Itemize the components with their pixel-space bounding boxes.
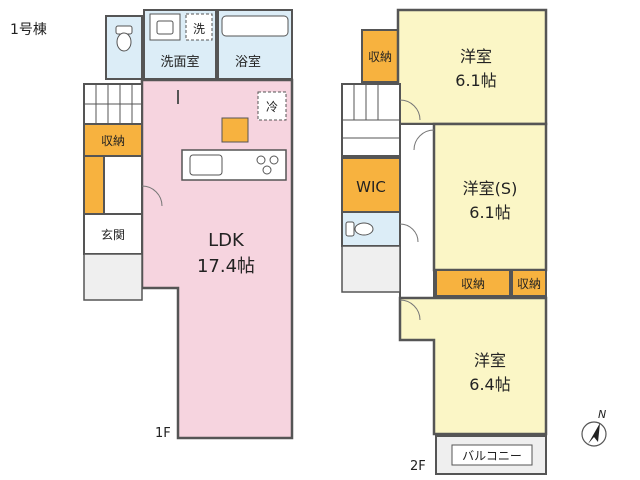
- porch: [83, 253, 143, 301]
- west-room-1-name: 洋室: [460, 47, 492, 66]
- building-label: 1号棟: [10, 22, 47, 38]
- entrance: [83, 213, 143, 255]
- compass-icon: N: [581, 408, 607, 447]
- floor-2f: 収納 洋室 6.1帖 WIC 洋室(S) 6.1帖: [341, 8, 548, 475]
- floor-1f: 洗 洗面室 浴室 冷 LDK 17.4帖: [83, 9, 294, 441]
- wic-label: WIC: [356, 178, 386, 196]
- door-arc: [413, 129, 435, 151]
- shoe-cabinet: [83, 155, 105, 215]
- storage-1f-label: 収納: [101, 134, 125, 148]
- storage-2f-top-label: 収納: [368, 50, 392, 64]
- hall-1f: [103, 155, 143, 215]
- storage-2f-right: [511, 269, 547, 297]
- kitchen-storage-box: [221, 117, 249, 143]
- kitchen-sink-icon: [189, 154, 223, 176]
- toilet-icon: [115, 25, 133, 52]
- stairs-1f: [83, 83, 143, 125]
- storage-2f-right-label: 収納: [517, 277, 541, 291]
- door-arc: [141, 185, 163, 207]
- laundry-label: 洗: [193, 22, 205, 36]
- fridge-label: 冷: [266, 100, 278, 114]
- storage-2f-mid: [435, 269, 511, 297]
- compass-label: N: [598, 408, 606, 421]
- door-arc: [399, 223, 419, 243]
- washroom-label: 洗面室: [160, 54, 199, 70]
- floor-1f-label: 1F: [155, 426, 171, 441]
- west-room-s-name: 洋室(S): [463, 179, 518, 198]
- west-room-3-name: 洋室: [474, 351, 506, 370]
- roof-area-2f: [341, 245, 401, 293]
- west-room-s-size: 6.1帖: [469, 203, 510, 222]
- storage-1f: [83, 123, 143, 157]
- stairs-2f: [341, 83, 401, 157]
- storage-2f-mid-label: 収納: [461, 277, 485, 291]
- west-room-3-size: 6.4帖: [469, 375, 510, 394]
- storage-2f-top: [361, 29, 399, 83]
- west-room-1: [396, 8, 548, 126]
- west-room-s: [432, 122, 548, 272]
- laundry-space: [185, 13, 213, 41]
- balcony-label: バルコニー: [462, 449, 522, 463]
- west-room-3: [398, 296, 548, 436]
- door-arc: [399, 299, 421, 321]
- ldk-label: LDK: [208, 230, 245, 251]
- wic: [341, 157, 401, 213]
- toilet-2f-icon: [345, 221, 374, 237]
- door-arc: [399, 99, 421, 121]
- bathtub-icon: [221, 15, 289, 37]
- fridge-space: [257, 91, 287, 121]
- entrance-label: 玄関: [101, 227, 125, 242]
- floor-2f-label: 2F: [410, 459, 426, 474]
- stove-icon: [256, 155, 279, 175]
- bath-label: 浴室: [235, 54, 261, 70]
- ldk-size: 17.4帖: [197, 256, 255, 277]
- west-room-1-size: 6.1帖: [455, 71, 496, 90]
